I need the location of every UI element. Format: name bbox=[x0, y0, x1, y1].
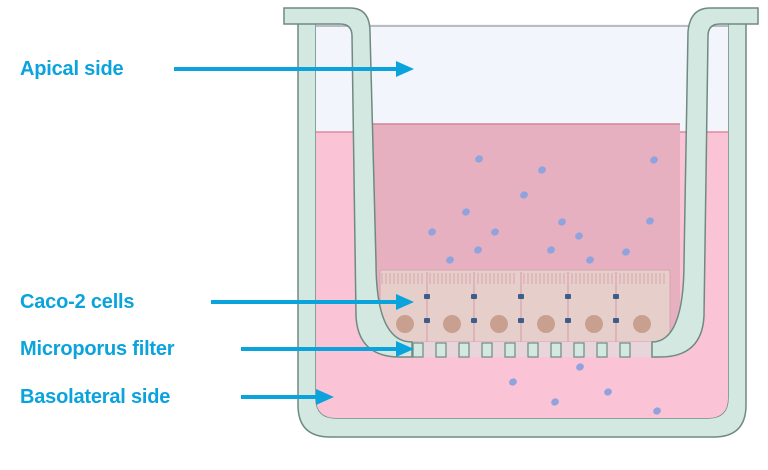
air-space bbox=[316, 24, 728, 132]
caco2-cells-label: Caco-2 cells bbox=[20, 291, 135, 313]
basolateral-side-label: Basolateral side bbox=[20, 386, 171, 408]
caco2-cell-layer bbox=[379, 269, 671, 343]
label-arrows bbox=[174, 61, 414, 405]
molecules bbox=[428, 155, 661, 415]
microporous-filter-label: Microporus filter bbox=[20, 338, 175, 360]
apical-side-label: Apical side bbox=[20, 58, 124, 80]
microporous-filter bbox=[412, 342, 652, 358]
